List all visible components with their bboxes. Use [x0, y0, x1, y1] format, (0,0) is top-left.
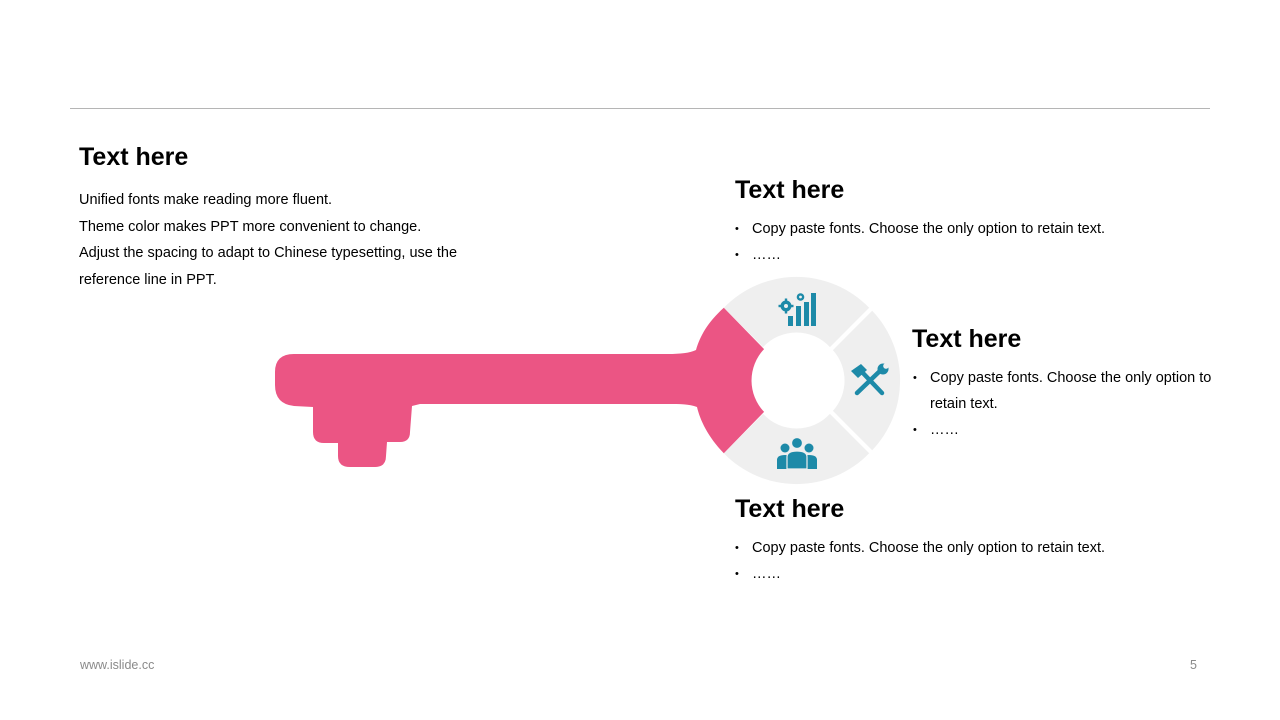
left-line: Adjust the spacing to adapt to Chinese t…	[79, 245, 458, 261]
list-item: ……	[735, 561, 1155, 587]
right-title: Text here	[912, 325, 1022, 353]
left-paragraph: Unified fonts make reading more fluent. …	[79, 187, 457, 293]
right-bullet-list: Copy paste fonts. Choose the only option…	[913, 365, 1213, 443]
tools-icon	[851, 363, 889, 396]
bottom-bullet-list: Copy paste fonts. Choose the only option…	[735, 535, 1155, 587]
header-divider	[70, 108, 1210, 109]
left-line: reference line in PPT.	[79, 271, 217, 288]
footer-website: www.islide.cc	[80, 658, 155, 672]
left-title: Text here	[79, 143, 189, 171]
key-shape	[275, 307, 765, 467]
list-item: Copy paste fonts. Choose the only option…	[735, 216, 1155, 242]
list-item: ……	[735, 242, 1155, 268]
top-title: Text here	[735, 176, 845, 204]
left-line: Theme color makes PPT more convenient to…	[79, 218, 422, 235]
left-line: Unified fonts make reading more fluent.	[79, 192, 333, 208]
gear-bar-chart-icon	[778, 293, 816, 326]
bottom-title: Text here	[735, 495, 845, 523]
page-number: 5	[1190, 658, 1197, 672]
list-item: Copy paste fonts. Choose the only option…	[735, 535, 1155, 561]
list-item: Copy paste fonts. Choose the only option…	[913, 365, 1213, 417]
list-item: ……	[913, 417, 1213, 443]
top-bullet-list: Copy paste fonts. Choose the only option…	[735, 216, 1155, 268]
ring-segment-right	[832, 310, 901, 451]
team-icon	[777, 436, 817, 470]
